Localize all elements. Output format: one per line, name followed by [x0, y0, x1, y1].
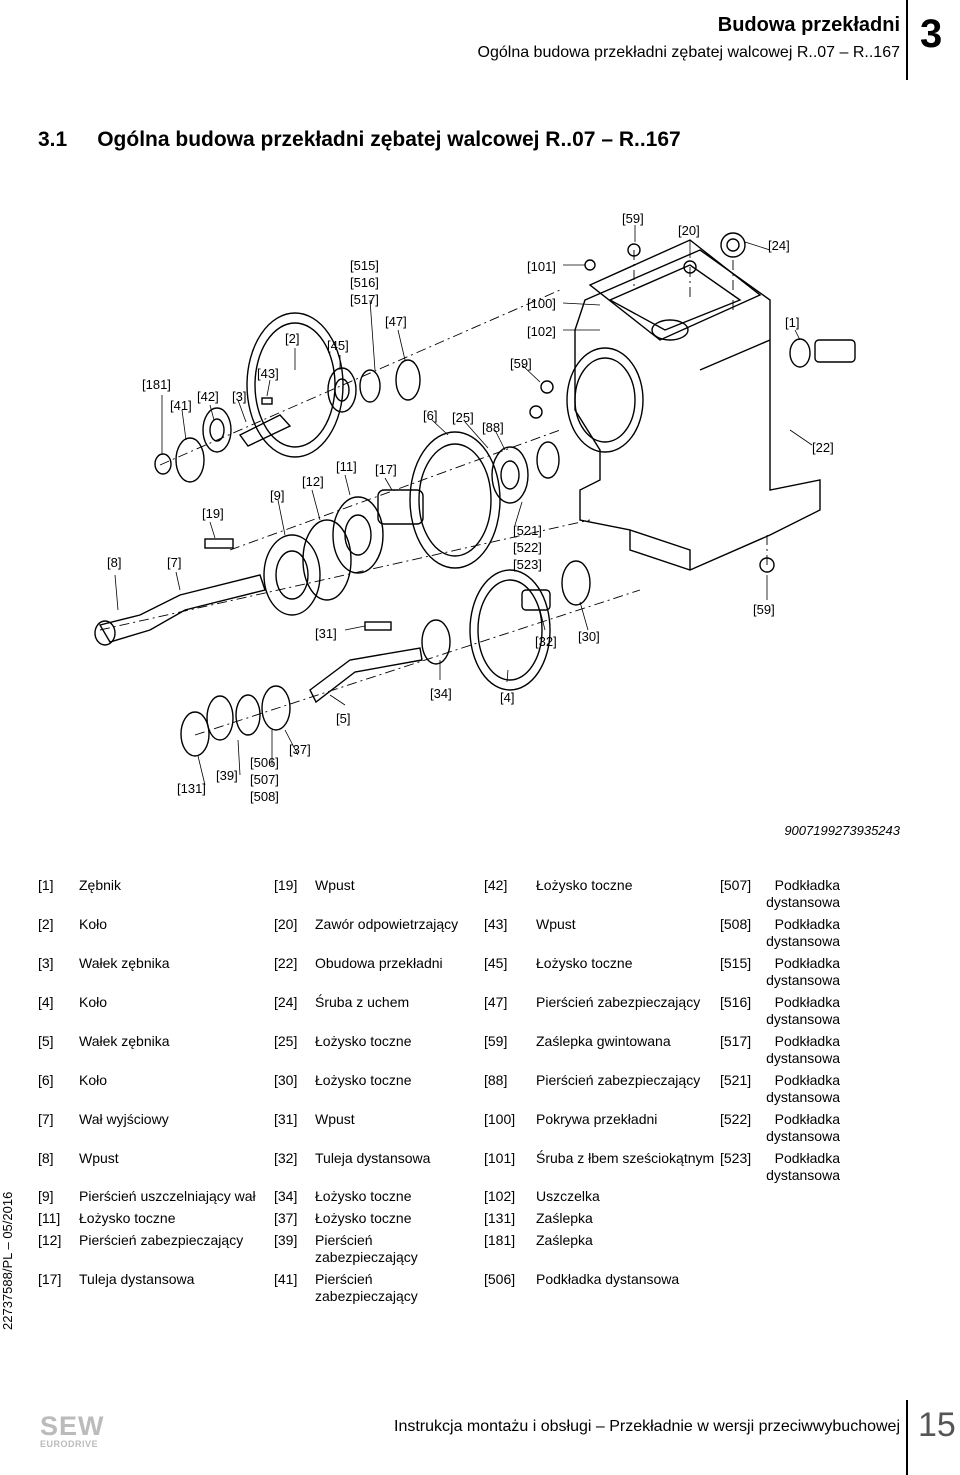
bearing-11 [332, 496, 384, 574]
callout: [131] [177, 781, 206, 796]
callout: [181] [142, 377, 171, 392]
key-31 [364, 621, 392, 631]
bolt-101 [584, 259, 596, 271]
gear-housing [574, 249, 821, 571]
circlip-47 [359, 369, 381, 403]
callout: [42] [197, 389, 219, 404]
callout: [59] [510, 356, 532, 371]
svg-text:SEW: SEW [40, 1411, 105, 1441]
header-divider [906, 0, 908, 80]
callout: [30] [578, 629, 600, 644]
callout: [41] [170, 398, 192, 413]
callout: [5] [336, 711, 350, 726]
callout: [507] [250, 772, 279, 787]
callout: [34] [430, 686, 452, 701]
header-title: Budowa przekładni [717, 14, 900, 36]
section-title: Ogólna budowa przekładni zębatej walcowe… [97, 128, 681, 151]
eyebolt-24 [720, 232, 746, 258]
callout: [24] [768, 238, 790, 253]
output-shaft-7 [98, 574, 266, 643]
pinion-shaft-3 [238, 414, 292, 447]
callout: [3] [232, 389, 246, 404]
callout: [19] [202, 506, 224, 521]
document-number: 22737588/PL – 05/2016 [0, 1191, 15, 1330]
callout: [37] [289, 742, 311, 757]
bearing-37 [261, 685, 291, 731]
svg-text:EURODRIVE: EURODRIVE [40, 1439, 98, 1449]
footer-manual-title: Instrukcja montażu i obsługi – Przekładn… [394, 1418, 900, 1435]
callout: [508] [250, 789, 279, 804]
gear-2 [246, 312, 344, 458]
callout: [517] [350, 292, 379, 307]
callout: [47] [385, 314, 407, 329]
sew-logo: SEW EURODRIVE [40, 1411, 105, 1449]
circlip-47b [395, 359, 421, 401]
exploded-gear-drawing: [59] [20] [24] [101] [100] [102] [515] [… [94, 211, 856, 804]
callout: [59] [622, 211, 644, 226]
callout: [523] [513, 557, 542, 572]
circlip-41 [175, 437, 205, 483]
callout: [1] [785, 315, 799, 330]
plug-59-side [540, 380, 554, 394]
callout: [7] [167, 555, 181, 570]
callout: [9] [270, 488, 284, 503]
plug-131 [180, 711, 210, 757]
callout: [8] [107, 555, 121, 570]
pinion-teeth [789, 338, 811, 368]
callout: [516] [350, 275, 379, 290]
callout: [32] [535, 634, 557, 649]
housing-bore [566, 347, 644, 453]
callout: [25] [452, 410, 474, 425]
callout: [20] [678, 223, 700, 238]
callout: [88] [482, 420, 504, 435]
plug-181 [154, 453, 172, 475]
footer-divider [906, 1400, 908, 1475]
callout: [59] [753, 602, 775, 617]
circlip-39 [206, 695, 234, 741]
key-43 [261, 397, 273, 405]
page-number: 15 [918, 1406, 956, 1444]
callout: [39] [216, 768, 238, 783]
bearing-45 [327, 367, 357, 413]
gear-4 [469, 569, 551, 691]
section-heading: 3.1 Ogólna budowa przekładni zębatej walc… [38, 128, 711, 152]
drawing-id: 9007199273935243 [784, 823, 900, 838]
housing-cover [588, 239, 762, 341]
callout: [11] [336, 459, 357, 474]
callout: [522] [513, 540, 542, 555]
callout: [102] [527, 324, 556, 339]
callout: [515] [350, 258, 379, 273]
spacer-17 [377, 489, 424, 525]
circlip-88 [536, 441, 560, 479]
callout: [17] [375, 462, 397, 477]
callout: [6] [423, 408, 437, 423]
drawing-callouts: [59] [20] [24] [101] [100] [102] [515] [… [107, 211, 834, 804]
pinion-shaft-5 [309, 647, 423, 704]
bearing-34 [421, 619, 451, 665]
chapter-number: 3 [920, 12, 943, 56]
callout: [506] [250, 755, 279, 770]
callout: [4] [500, 690, 514, 705]
callout: [22] [812, 440, 834, 455]
callout: [2] [285, 331, 299, 346]
callout: [31] [315, 626, 337, 641]
pinion-shaft [814, 339, 856, 363]
callout: [101] [527, 259, 556, 274]
oil-seal-9 [263, 534, 321, 616]
callout: [12] [302, 474, 324, 489]
callout: [521] [513, 523, 542, 538]
key-19 [204, 538, 234, 549]
circlip-12 [302, 519, 352, 601]
header-subtitle: Ogólna budowa przekładni zębatej walcowe… [477, 44, 900, 61]
callout: [45] [327, 338, 349, 353]
gear-6 [409, 431, 501, 569]
bearing-30 [561, 560, 591, 606]
bearing-25 [491, 446, 529, 504]
drawing-artwork [94, 225, 856, 786]
callout: [43] [257, 366, 279, 381]
bearing-42 [202, 407, 232, 453]
section-number: 3.1 [38, 128, 68, 151]
spacer-32 [521, 589, 551, 611]
callout: [100] [527, 296, 556, 311]
